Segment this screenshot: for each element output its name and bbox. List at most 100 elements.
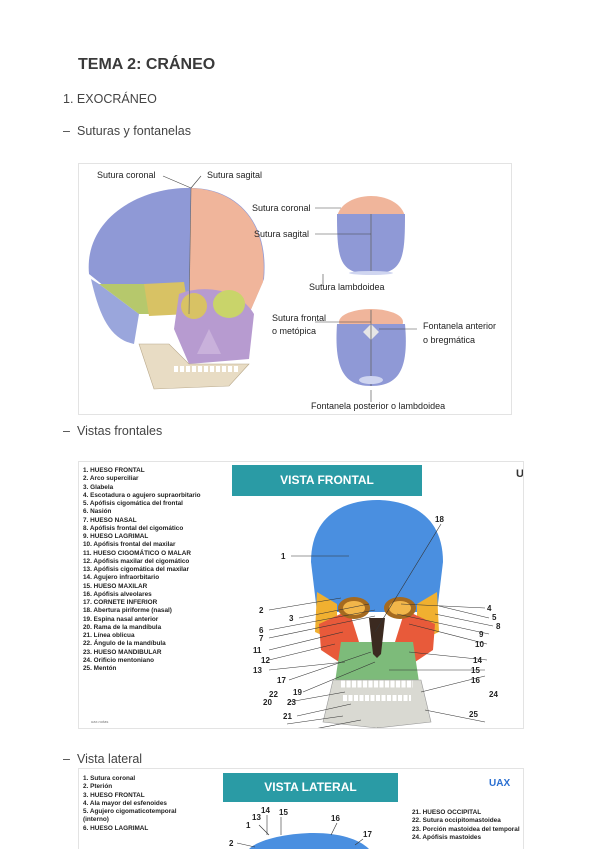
frontal-number: 12 [261, 656, 270, 665]
infant-skull-top-view [336, 309, 406, 386]
lateral-right-item: 21. HUESO OCCIPITAL [412, 809, 482, 816]
brand-partial-mark: U [516, 468, 524, 480]
leader-lines [162, 175, 417, 402]
frontal-item: 2. Arco superciliar [83, 475, 139, 483]
frontal-number: 15 [471, 666, 480, 675]
frontal-item: 3. Glabela [83, 483, 114, 491]
lateral-right-item: 23. Porción mastoidea del temporal [412, 825, 520, 833]
frontal-item: 4. Escotadura o agujero supraorbitario [83, 491, 201, 499]
dash-marker: – [63, 424, 70, 438]
frontal-item: 9. HUESO LAGRIMAL [83, 533, 149, 540]
frontal-item: 19. Espina nasal anterior [83, 615, 159, 623]
subtitle-sutures: –Suturas y fontanelas [63, 124, 191, 138]
frontal-item: 12. Apófisis maxilar del cigomático [83, 557, 190, 565]
sutures-illustration [88, 175, 417, 402]
lateral-right-item: 22. Sutura occipitomastoidea [412, 817, 501, 825]
lateral-left-item: (interno) [83, 816, 109, 824]
subtitle-frontal-views: –Vistas frontales [63, 424, 162, 438]
lateral-number: 2 [229, 839, 234, 848]
frontal-skull-illustration: 1 2 3 4 5 6 7 8 9 10 11 12 13 14 15 16 1… [253, 500, 501, 728]
frontal-number: 7 [259, 634, 264, 643]
frontal-number-22: 22 [269, 690, 278, 699]
section-number: 1. [63, 92, 74, 106]
frontal-number: 17 [277, 676, 286, 685]
subtitle-text: Suturas y fontanelas [77, 124, 191, 138]
section-heading: 1. EXOCRÁNEO [63, 92, 157, 106]
lateral-right-item: 24. Apófisis mastoides [412, 833, 482, 841]
frontal-item: 18. Abertura piriforme (nasal) [83, 607, 172, 615]
lateral-left-item: 6. HUESO LAGRIMAL [83, 824, 149, 832]
frontal-number: 18 [435, 515, 444, 524]
frontal-number-23: 23 [287, 698, 296, 707]
frontal-item: 8. Apófisis frontal del cigomático [83, 524, 184, 532]
frontal-item: 21. Línea oblicua [83, 632, 135, 639]
lateral-number: 13 [252, 813, 261, 822]
cranial-vault-top-view [337, 196, 405, 275]
label-coronal-suture: Sutura coronal [97, 170, 156, 180]
frontal-banner: VISTA FRONTAL [232, 465, 422, 496]
lateral-number: 1 [246, 821, 251, 830]
frontal-number: 8 [496, 622, 501, 631]
frontal-number: 14 [473, 656, 482, 665]
lateral-left-item: 1. Sutura coronal [83, 775, 136, 782]
frontal-number-24: 24 [489, 690, 498, 699]
uax-logo: UAX [489, 778, 511, 789]
frontal-number: 6 [259, 626, 264, 635]
frontal-item: 16. Apófisis alveolares [83, 590, 152, 598]
lateral-number: 16 [331, 814, 340, 823]
frontal-number: 16 [471, 676, 480, 685]
page-title: TEMA 2: CRÁNEO [78, 56, 216, 73]
lateral-skull-drawing [88, 187, 265, 390]
frontal-item: 10. Apófisis frontal del maxilar [83, 541, 176, 549]
label-frontal-suture: Sutura frontal [272, 313, 327, 323]
frontal-number: 19 [293, 688, 302, 697]
lateral-banner: VISTA LATERAL [223, 773, 398, 802]
frontal-item: 1. HUESO FRONTAL [83, 467, 145, 474]
frontal-item: 6. Nasión [83, 508, 112, 516]
frontal-item: 11. HUESO CIGOMÁTICO O MALAR [83, 549, 191, 557]
lateral-skull-illustration: 14 13 15 1 16 2 17 [229, 806, 372, 849]
frontal-number: 3 [289, 614, 294, 623]
source-note: uax.notas [91, 719, 109, 724]
frontal-number: 9 [479, 630, 484, 639]
frontal-number: 21 [283, 712, 292, 721]
frontal-item: 15. HUESO MAXILAR [83, 582, 148, 590]
frontal-item: 17. CORNETE INFERIOR [83, 599, 158, 606]
subtitle-text: Vista lateral [77, 752, 143, 766]
subtitle-lateral-view: –Vista lateral [63, 752, 142, 766]
frontal-number: 1 [281, 552, 286, 561]
label-sagittal-suture-top: Sutura sagital [254, 229, 310, 239]
frontal-number-25: 25 [469, 710, 478, 719]
frontal-number-markers: 1 2 3 4 5 6 7 8 9 10 11 12 13 14 15 16 1… [253, 515, 501, 721]
frontal-item: 23. HUESO MANDIBULAR [83, 648, 162, 656]
lateral-left-item: 2. Pterión [83, 783, 113, 791]
frontal-item: 25. Mentón [83, 665, 117, 672]
dash-marker: – [63, 752, 70, 766]
sutures-figure: Sutura coronal Sutura sagital Sutura cor… [78, 163, 512, 415]
lateral-number: 14 [261, 806, 270, 815]
frontal-item: 22. Ángulo de la mandíbula [83, 640, 166, 648]
frontal-item: 13. Apófisis cigomática del maxilar [83, 566, 189, 573]
label-coronal-suture-top: Sutura coronal [252, 203, 311, 213]
frontal-number: 11 [253, 646, 262, 655]
frontal-number: 4 [487, 604, 492, 613]
lateral-left-item: 3. HUESO FRONTAL [83, 791, 145, 799]
frontal-number: 10 [475, 640, 484, 649]
label-metopic-suture: o metópica [272, 326, 317, 336]
lateral-number: 15 [279, 808, 288, 817]
frontal-number: 2 [259, 606, 264, 615]
lateral-number: 17 [363, 830, 372, 839]
label-posterior-fontanelle: Fontanela posterior o lambdoidea [311, 401, 446, 411]
frontal-number: 20 [263, 698, 272, 707]
frontal-item: 24. Orificio mentoniano [83, 656, 155, 664]
section-title: EXOCRÁNEO [76, 92, 157, 106]
label-bregmatic-fontanelle: o bregmática [423, 335, 476, 345]
frontal-number: 13 [253, 666, 262, 675]
lateral-left-item: 5. Agujero cigomaticotemporal [83, 808, 177, 815]
subtitle-text: Vistas frontales [77, 424, 163, 438]
frontal-number: 5 [492, 613, 497, 622]
